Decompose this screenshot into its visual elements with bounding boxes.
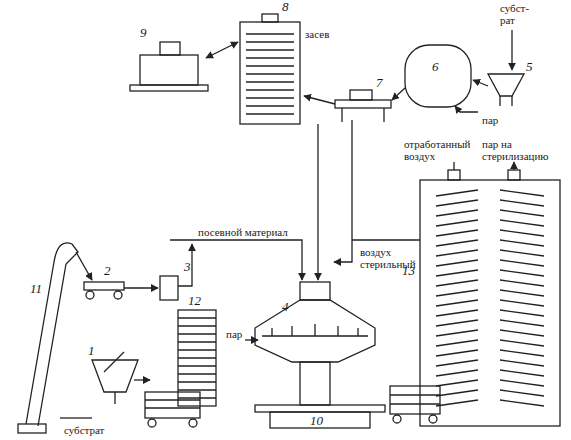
chamber	[420, 180, 560, 426]
callout-number: 9	[140, 26, 147, 40]
flow-line	[178, 244, 192, 286]
cabinet-shelf	[246, 34, 294, 114]
flow-label: засев	[305, 28, 329, 40]
steam-line	[245, 339, 258, 340]
wheel	[148, 419, 156, 427]
wheel	[114, 291, 122, 299]
exhaust-line	[454, 162, 514, 170]
apparatus-body	[255, 300, 375, 362]
callout-number: 5	[526, 60, 533, 74]
callout-number: 2	[104, 264, 111, 278]
vessel	[350, 90, 372, 100]
conveyor	[84, 282, 124, 290]
pipe	[448, 170, 460, 180]
callout-number: 13	[402, 264, 415, 278]
knob	[262, 14, 278, 22]
flow-line	[473, 80, 488, 86]
flow-line	[60, 417, 92, 418]
seed-line	[317, 124, 318, 280]
elevator-head	[54, 243, 78, 264]
device	[140, 55, 198, 85]
flow-label: посевной материал	[198, 226, 288, 238]
callout-number: 12	[188, 294, 201, 308]
elevator	[26, 262, 66, 426]
flow-line	[511, 30, 512, 70]
elevator-base	[18, 424, 46, 433]
stirrer	[262, 324, 368, 336]
callout-number: 10	[310, 414, 323, 428]
louvers	[500, 190, 544, 406]
pipe	[508, 170, 520, 180]
flow-label: пар	[226, 328, 242, 340]
flow-line	[304, 96, 335, 104]
mixer	[92, 360, 138, 392]
apparatus-neck	[300, 282, 330, 300]
louvers	[436, 190, 478, 406]
trolley-shelf	[390, 395, 440, 404]
callout-number: 8	[282, 0, 289, 14]
callout-number: 4	[282, 300, 289, 314]
wheel	[393, 415, 401, 423]
device-top	[160, 42, 180, 55]
air-line	[334, 120, 352, 262]
callout-number: 6	[432, 60, 439, 74]
flow-label: субст- рат	[500, 2, 536, 26]
rack	[178, 310, 216, 406]
mixer-blade	[104, 352, 124, 404]
flow-line	[134, 379, 150, 380]
callout-number: 3	[184, 260, 191, 274]
seed-line	[170, 240, 302, 280]
device-base	[130, 85, 208, 91]
trolley	[145, 392, 200, 418]
hopper-leg	[500, 96, 512, 106]
tank	[405, 45, 471, 107]
callout-number: 11	[30, 282, 42, 296]
table	[335, 100, 391, 108]
callout-number: 7	[376, 76, 383, 90]
feeder	[160, 276, 178, 300]
wheel	[429, 415, 437, 423]
air-line	[352, 239, 420, 240]
flow-label: отработанный воздух	[404, 138, 474, 162]
flow-label: субстрат	[64, 424, 104, 436]
trolley	[390, 386, 440, 414]
rack-shelf	[178, 318, 216, 398]
wheel	[189, 419, 197, 427]
platform	[270, 412, 370, 428]
flow-line	[76, 252, 92, 280]
flow-line	[124, 287, 158, 288]
flow-label: пар на стерилизацию	[482, 138, 564, 162]
callout-number: 1	[88, 344, 95, 358]
tray	[255, 405, 385, 412]
trolley-shelf	[145, 400, 200, 408]
flow-label: пар	[482, 114, 498, 126]
cabinet	[240, 22, 300, 124]
wheel	[86, 291, 94, 299]
table-leg	[342, 108, 384, 122]
steam-line	[455, 106, 478, 112]
flow-line	[392, 88, 405, 100]
flow-line	[206, 42, 238, 58]
apparatus-column	[300, 362, 330, 405]
hopper	[488, 74, 524, 96]
